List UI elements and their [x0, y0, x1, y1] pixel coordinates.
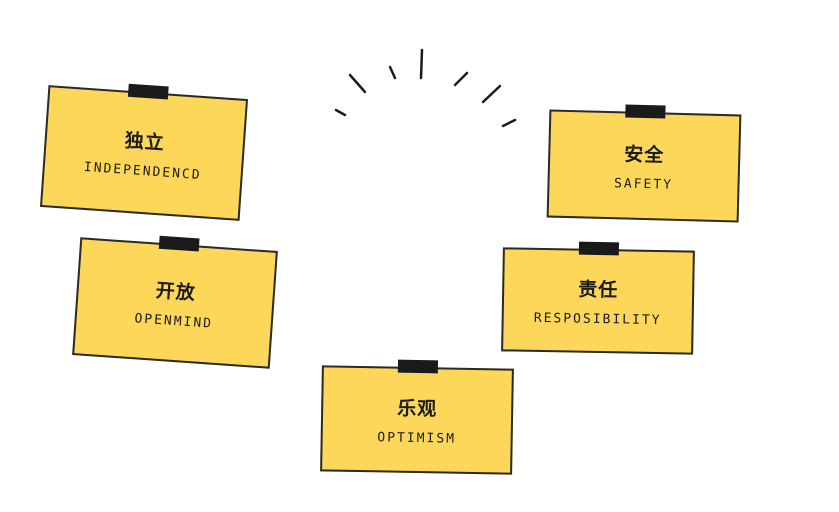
note-title-zh: 乐观 — [396, 397, 438, 421]
note-title-zh: 责任 — [577, 278, 619, 302]
note-title-en: OPENMIND — [133, 311, 214, 332]
note-title-en: OPTIMISM — [377, 430, 457, 447]
tape-strip — [625, 104, 666, 119]
sticky-note-openmind: 开放 OPENMIND — [72, 235, 278, 369]
sticky-note-optimism: 乐观 OPTIMISM — [320, 359, 514, 475]
tape-strip — [397, 359, 439, 374]
note-title-zh: 开放 — [155, 279, 197, 305]
note-title-en: SAFETY — [613, 176, 674, 193]
note-title-en: RESPOSIBILITY — [533, 310, 662, 329]
tape-strip — [158, 235, 200, 252]
note-title-zh: 安全 — [623, 143, 665, 167]
sticky-note-independence: 独立 INDEPENDENCD — [39, 83, 249, 221]
burst-lines-icon — [334, 48, 517, 128]
sticky-note-safety: 安全 SAFETY — [546, 104, 742, 223]
note-title-en: INDEPENDENCD — [83, 159, 203, 184]
tape-strip — [127, 83, 169, 100]
tape-strip — [578, 241, 620, 256]
note-title-zh: 独立 — [124, 129, 166, 155]
sticky-note-responsibility: 责任 RESPOSIBILITY — [501, 241, 695, 355]
